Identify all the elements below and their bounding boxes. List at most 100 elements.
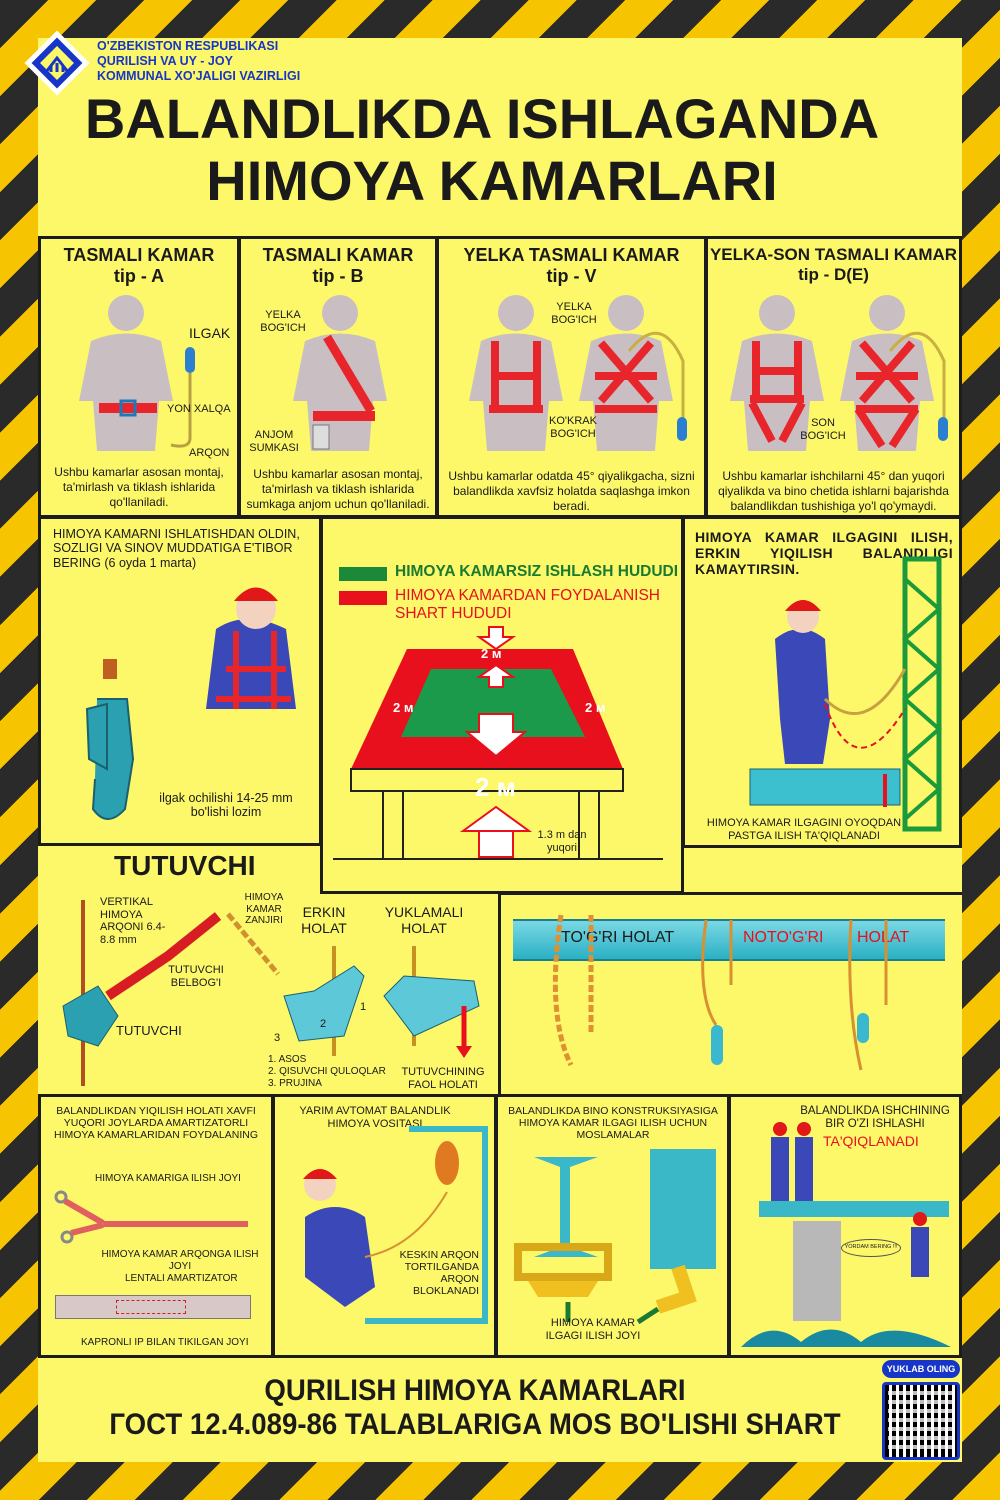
attach-belt-label: HIMOYA KAMARIGA ILISH JOYI xyxy=(95,1173,241,1184)
absorber-instruction: BALANDLIKDAN YIQILISH HOLATI XAVFI YUQOR… xyxy=(53,1105,258,1142)
belt-description: Ushbu kamarlar ishchilarni 45° dan yuqor… xyxy=(718,469,949,513)
retractable-panel: YARIM AVTOMAT BALANDLIK HIMOYA VOSITASI … xyxy=(272,1094,497,1358)
rope-grab-section: TUTUVCHI VERTIKAL HIMOYA ARQONI 6.4-8.8 … xyxy=(38,846,498,1095)
distance-label-right: 2 м xyxy=(585,700,606,715)
lanyard-icon xyxy=(170,347,195,448)
hook-examples-icon xyxy=(552,914,888,1071)
rope-label: VERTIKAL HIMOYA ARQONI 6.4-8.8 mm xyxy=(100,896,166,946)
belt-type: tip - A xyxy=(113,265,165,286)
qr-code[interactable] xyxy=(882,1382,960,1460)
ministry-name: O'ZBEKISTON RESPUBLIKASI QURILISH VA UY … xyxy=(97,39,300,84)
harness-figures xyxy=(469,295,687,451)
worker-inspecting-icon xyxy=(206,587,296,709)
label-shoulder-strap: YELKA BOG'ICH xyxy=(260,309,306,334)
chain-label: HIMOYA KAMAR ZANJIRI xyxy=(244,892,284,926)
legend-red-swatch xyxy=(339,591,387,605)
help-speech-bubble: YORDAM BERING !!! xyxy=(844,1244,898,1250)
belt-title: YELKA-SON TASMALI KAMAR xyxy=(709,245,958,264)
wrong-position-label: HOLAT xyxy=(857,929,910,946)
shock-absorber-panel: BALANDLIKDAN YIQILISH HOLATI XAVFI YUQOR… xyxy=(38,1094,274,1358)
part-number: 2 xyxy=(320,1018,327,1030)
retractable-title: YARIM AVTOMAT BALANDLIK HIMOYA VOSITASI xyxy=(299,1105,451,1130)
download-button[interactable]: YUKLAB OLING xyxy=(882,1360,960,1378)
legend-red-label: HIMOYA KAMARDAN FOYDALANISH SHART HUDUDI xyxy=(395,587,660,622)
rope-grab-title: TUTUVCHI xyxy=(114,850,256,881)
part-item: 3. PRUJINA xyxy=(268,1078,322,1089)
worker-silhouette xyxy=(293,295,387,451)
belt-description: Ushbu kamarlar asosan montaj, ta'mirlash… xyxy=(54,465,224,509)
part-number: 3 xyxy=(274,1032,281,1044)
footer-line: ГОСТ 12.4.089-86 TALABLARIGA MOS BO'LISH… xyxy=(109,1408,841,1441)
belt-type: tip - V xyxy=(546,265,597,286)
label-rope: ARQON xyxy=(189,447,230,459)
lanyard-y-icon xyxy=(54,1190,248,1244)
working-alone-scene-icon xyxy=(741,1122,951,1347)
strap-label: TUTUVCHI BELBOG'I xyxy=(168,964,224,989)
stitch-label: KAPRONLI IP BILAN TIKILGAN JOYI xyxy=(81,1337,249,1348)
label-chest-strap: KO'KRAK BOG'ICH xyxy=(549,415,597,440)
distance-label-top: 2 м xyxy=(481,646,502,661)
belt-description: Ushbu kamarlar asosan montaj, ta'mirlash… xyxy=(246,467,430,511)
falling-worker-icon xyxy=(303,1126,488,1324)
ministry-logo xyxy=(24,30,90,96)
label-side-ring: YON XALQA xyxy=(167,403,231,415)
belt-title: YELKA TASMALI KAMAR xyxy=(463,245,680,265)
title-line: HIMOYA KAMARLARI xyxy=(206,149,778,212)
worker-silhouette xyxy=(79,295,173,451)
beam-clamp-icon xyxy=(514,1149,716,1325)
title-line: BALANDLIKDA ISHLAGANDA xyxy=(84,87,880,150)
label-thigh-strap: SON BOG'ICH xyxy=(800,417,846,442)
belt-description: Ushbu kamarlar odatda 45° qiyalikgacha, … xyxy=(448,469,695,513)
belt-title: TASMALI KAMAR xyxy=(63,245,215,265)
ministry-line: QURILISH VA UY - JOY xyxy=(97,54,233,68)
retractable-note: KESKIN ARQON TORTILGANDA ARQON BLOKLANAD… xyxy=(399,1249,479,1298)
active-state-label: TUTUVCHINING FAOL HOLATI xyxy=(401,1066,485,1091)
anchor-instruction: HIMOYA KAMAR ILGAGINI ILISH, ERKIN YIQIL… xyxy=(695,529,953,578)
part-item: 1. ASOS xyxy=(268,1054,307,1065)
worker-anchoring-icon xyxy=(749,556,943,832)
anchor-devices-title: BALANDLIKDA BINO KONSTRUKSIYASIGA HIMOYA… xyxy=(508,1105,718,1142)
ministry-line: KOMMUNAL XO'JALIGI VAZIRLIGI xyxy=(97,69,301,83)
download-label: YUKLAB OLING xyxy=(886,1364,956,1374)
footer-line: QURILISH HIMOYA KAMARLARI xyxy=(264,1374,686,1407)
anchor-devices-panel: BALANDLIKDA BINO KONSTRUKSIYASIGA HIMOYA… xyxy=(495,1094,730,1358)
inspection-text: HIMOYA KAMARNI ISHLATISHDAN OLDIN, SOZLI… xyxy=(53,527,300,570)
work-zone-panel: HIMOYA KAMARSIZ ISHLASH HUDUDI HIMOYA KA… xyxy=(320,516,684,894)
height-note: 1.3 m dan yuqori xyxy=(537,829,587,854)
ministry-line: O'ZBEKISTON RESPUBLIKASI xyxy=(97,39,279,53)
distance-label-left: 2 м xyxy=(393,700,414,715)
footer-text: QURILISH HIMOYA KAMARLARI ГОСТ 12.4.089-… xyxy=(75,1374,875,1442)
label-shoulder-strap: YELKA BOG'ICH xyxy=(551,301,597,326)
working-alone-title: BALANDLIKDA ISHCHINING BIR O'ZI ISHLASHI xyxy=(800,1105,950,1131)
steel-beam xyxy=(513,919,945,961)
forbidden-label: TA'QIQLANADI xyxy=(823,1133,919,1149)
platform-diagram xyxy=(333,626,663,860)
label-hook: ILGAK xyxy=(189,325,231,341)
label-tool-bag: ANJOM SUMKASI xyxy=(249,429,299,454)
part-item: 2. QISUVCHI QULOQLAR xyxy=(268,1066,386,1077)
beam-hooking-panel: TO'G'RI HOLAT NOTO'G'RI HOLAT xyxy=(498,892,962,1097)
rope-grab-assembly-icon xyxy=(62,900,280,1086)
distance-label-bottom: 2 м xyxy=(475,772,516,802)
snap-hook-icon xyxy=(85,659,135,820)
working-alone-panel: BALANDLIKDA ISHCHINING BIR O'ZI ISHLASHI… xyxy=(728,1094,962,1358)
free-state-label: ERKIN HOLAT xyxy=(301,904,347,937)
anchor-warning: HIMOYA KAMAR ILGAGINI OYOQDAN PASTGA ILI… xyxy=(706,817,902,842)
anchor-point-label: HIMOYA KAMAR ILGAGI ILISH JOYI xyxy=(545,1317,641,1342)
legend-green-swatch xyxy=(339,567,387,581)
hook-opening-note: ilgak ochilishi 14-25 mm bo'lishi lozim xyxy=(159,791,293,820)
part-number: 1 xyxy=(360,1001,367,1013)
legend-green-label: HIMOYA KAMARSIZ ISHLASH HUDUDI xyxy=(395,563,679,580)
absorber-label: LENTALI AMARTIZATOR xyxy=(125,1273,238,1284)
wrong-position-label: NOTO'G'RI xyxy=(743,929,824,946)
device-label: TUTUVCHI xyxy=(116,1023,182,1038)
anchor-panel: HIMOYA KAMAR ILGAGINI ILISH, ERKIN YIQIL… xyxy=(682,516,962,848)
inspection-panel: HIMOYA KAMARNI ISHLATISHDAN OLDIN, SOZLI… xyxy=(38,516,322,846)
belt-title: TASMALI KAMAR xyxy=(262,245,414,265)
rope-grab-states-icon xyxy=(283,946,480,1058)
harness-figures xyxy=(730,295,948,451)
